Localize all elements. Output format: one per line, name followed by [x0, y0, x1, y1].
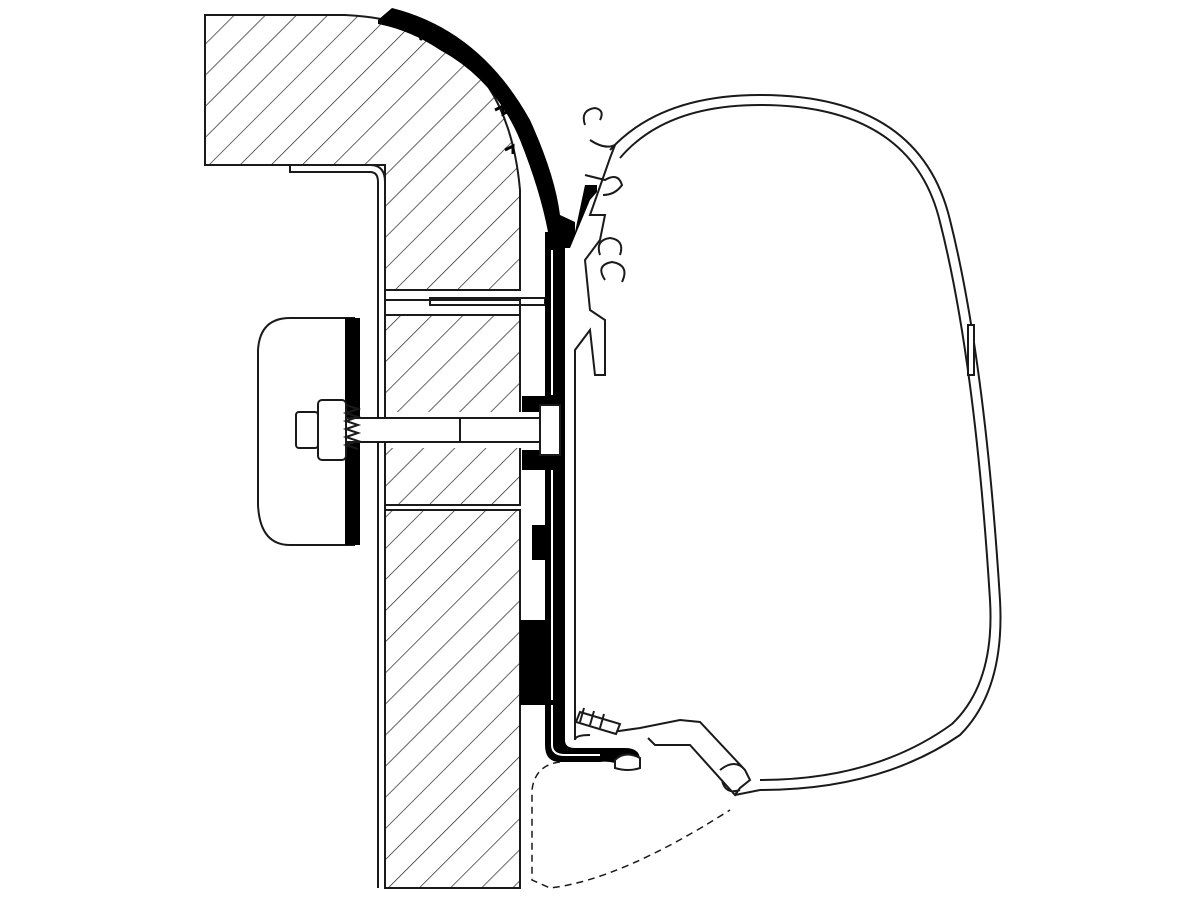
rubber-seal [378, 8, 575, 232]
hidden-outline [531, 761, 731, 889]
wall-section-lower [384, 509, 521, 889]
mounting-bolt [295, 399, 561, 461]
awning-adapter-profile [520, 185, 640, 768]
wall-section-upper [384, 314, 521, 506]
interior-panel [289, 164, 386, 888]
end-cap [967, 324, 975, 376]
screw [574, 707, 622, 736]
cassette-inner-profile [574, 106, 752, 797]
awning-cassette [609, 93, 1002, 796]
bracket [384, 297, 546, 316]
